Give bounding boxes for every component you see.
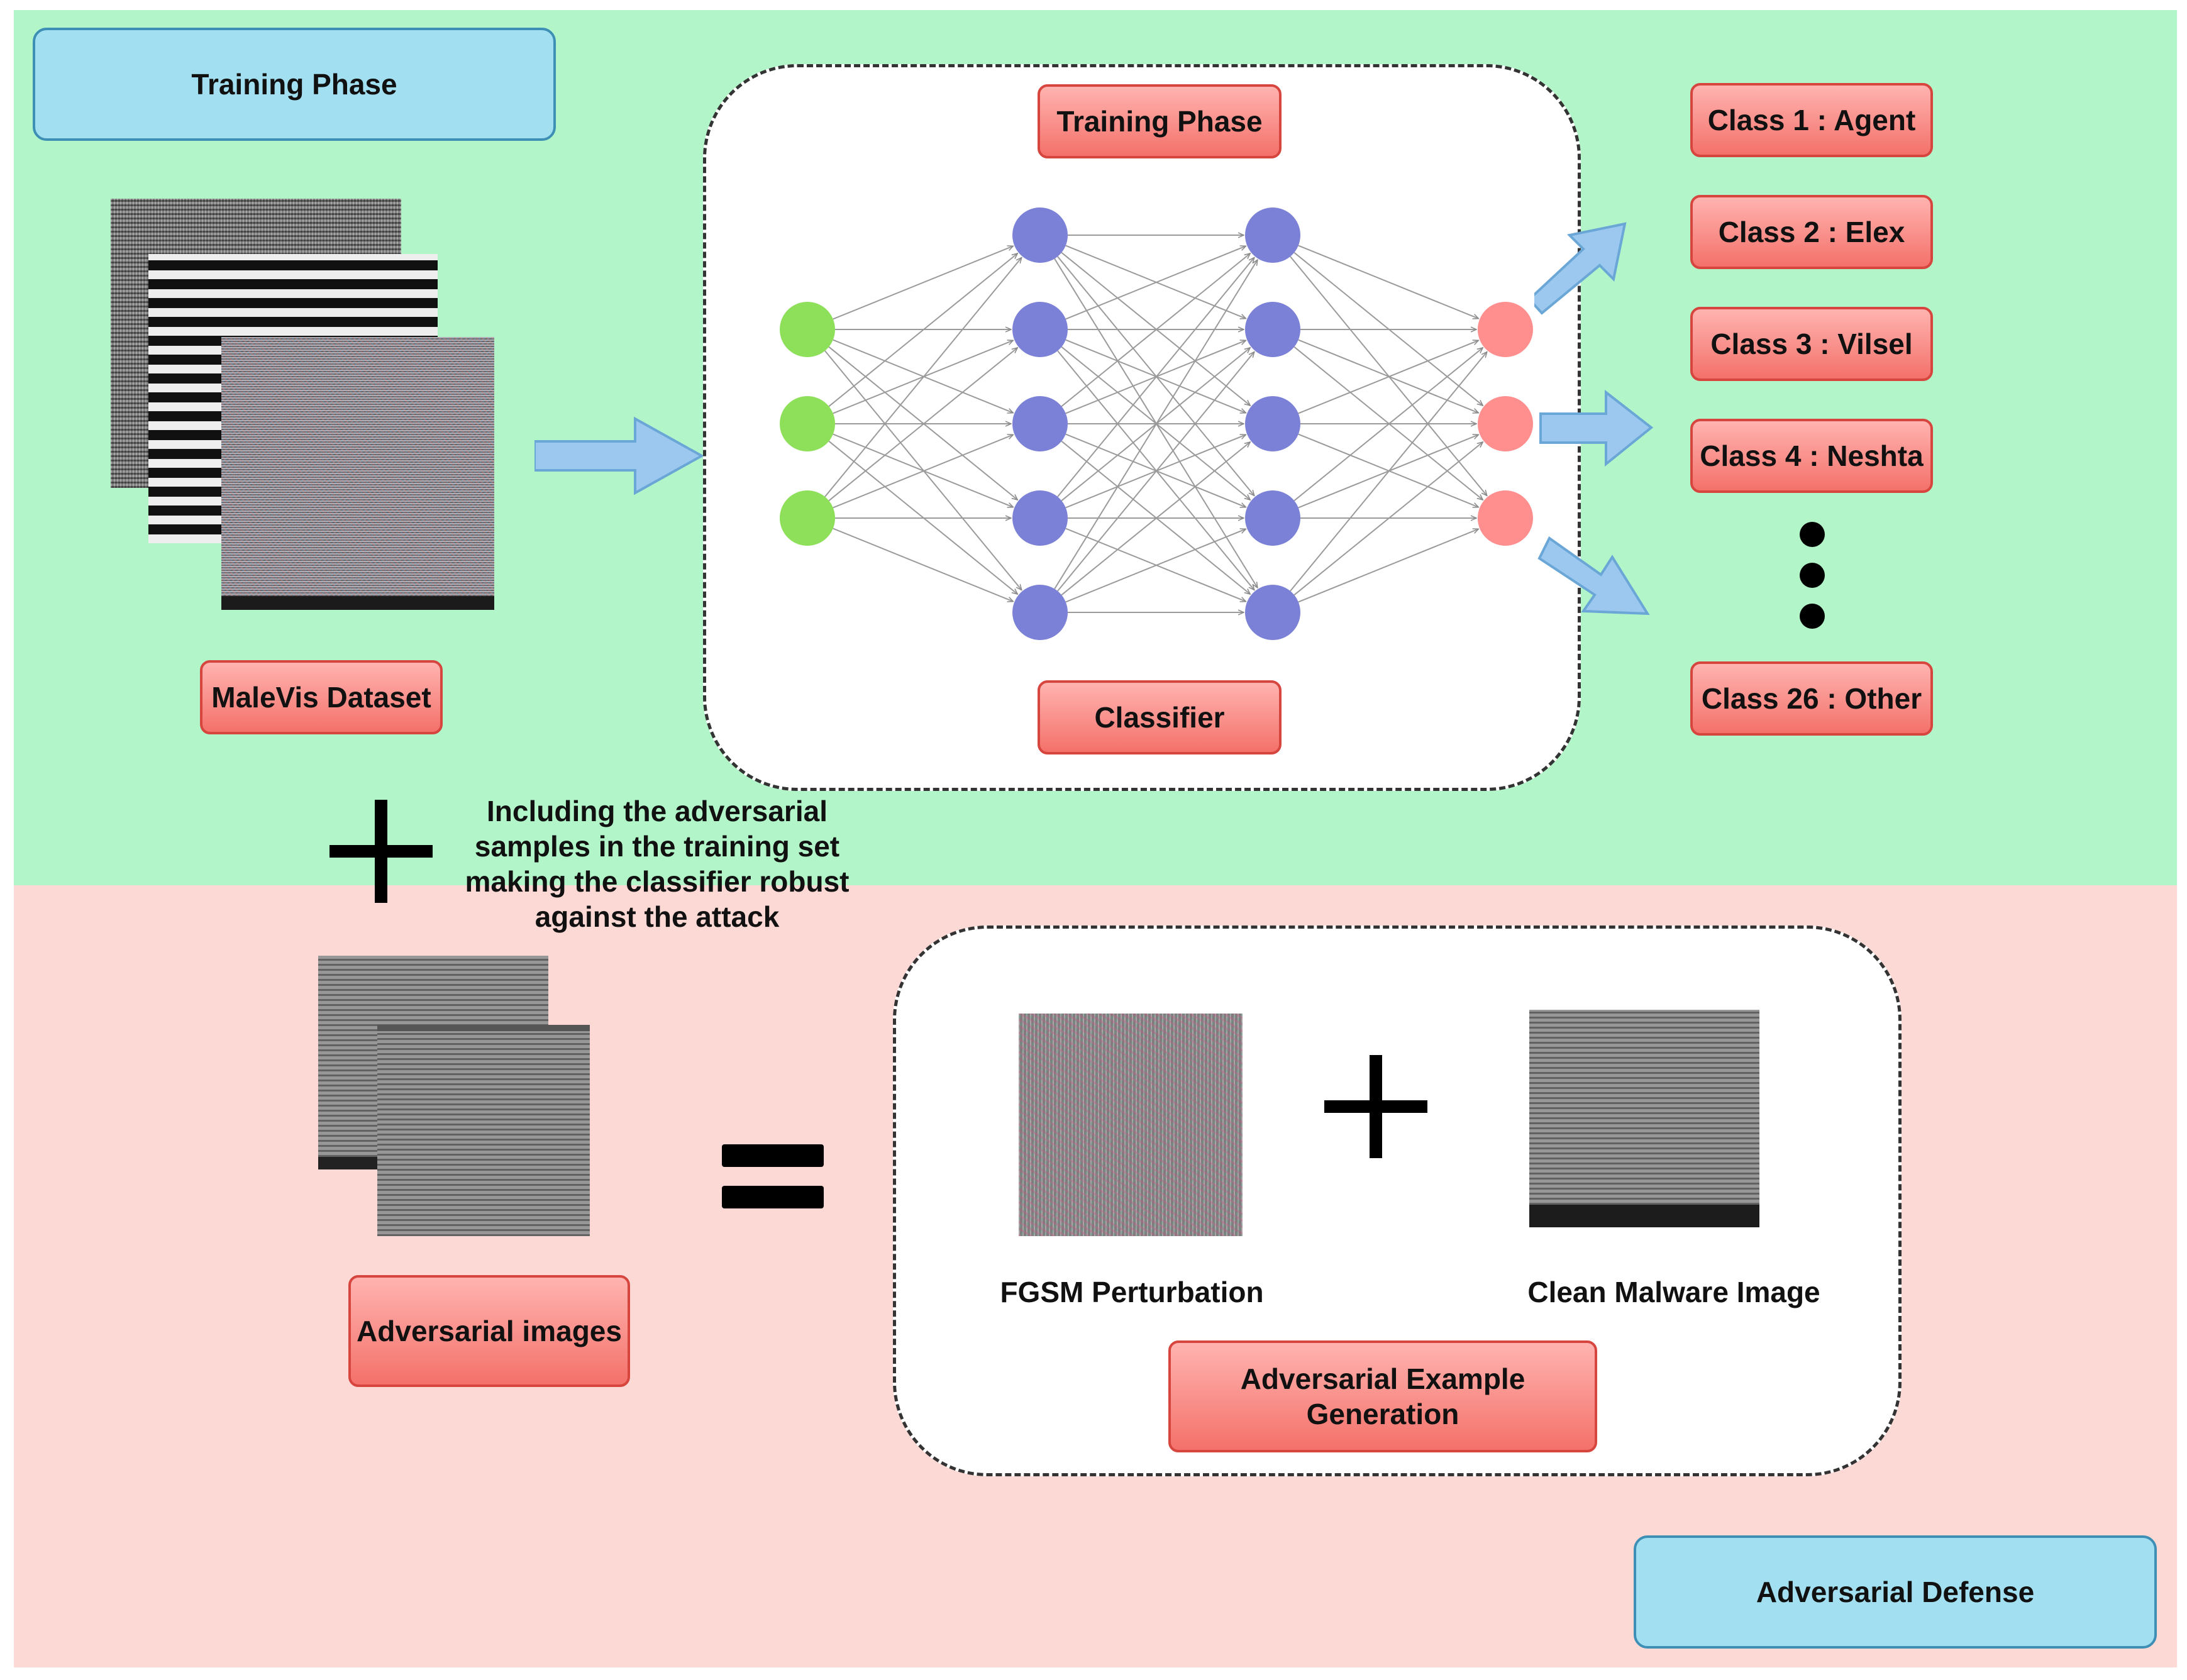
network-connection: [833, 246, 1014, 320]
adversarial-defense-corner-label: Adversarial Defense: [1634, 1535, 2157, 1649]
output-node: [1478, 490, 1533, 546]
class-label-2: Class 2 : Elex: [1690, 195, 1933, 269]
clean-malware-caption: Clean Malware Image: [1527, 1276, 1820, 1308]
hidden-node-layer2: [1245, 585, 1300, 640]
hidden-node-layer2: [1245, 302, 1300, 357]
arrow-right-icon: [1539, 389, 1654, 467]
training-phase-title: Training Phase: [1038, 84, 1282, 158]
network-connection: [1065, 246, 1246, 320]
training-note-line: Including the adversarial: [487, 795, 828, 827]
arrow-to-classifier-icon: [534, 416, 705, 495]
training-note-line: making the classifier robust: [465, 865, 850, 898]
network-connection: [828, 253, 1017, 407]
hidden-node-layer2: [1245, 207, 1300, 263]
training-note-line: against the attack: [534, 900, 780, 933]
output-node: [1478, 302, 1533, 357]
class-label-1: Class 1 : Agent: [1690, 83, 1933, 157]
network-connection: [1057, 258, 1254, 497]
classifier-panel: [703, 64, 1581, 791]
plus-icon: [1324, 1055, 1427, 1158]
hidden-node-layer1: [1012, 302, 1068, 357]
hidden-node-layer1: [1012, 585, 1068, 640]
hidden-node-layer2: [1245, 490, 1300, 546]
network-connection: [1054, 260, 1258, 590]
training-note: Including the adversarial samples in the…: [440, 793, 874, 934]
adversarial-image-2: [377, 1025, 590, 1236]
hidden-node-layer2: [1245, 396, 1300, 451]
network-connection: [833, 528, 1014, 602]
network-connection: [1065, 529, 1246, 603]
hidden-node-layer1: [1012, 490, 1068, 546]
network-connection: [1290, 352, 1487, 592]
hidden-node-layer1: [1012, 396, 1068, 451]
ellipsis-dots-icon: [1800, 522, 1825, 629]
adversarial-generation-title-line: Adversarial Example: [1240, 1362, 1525, 1395]
class-label-3: Class 3 : Vilsel: [1690, 307, 1933, 381]
network-connection: [1298, 340, 1479, 414]
arrow-up-right-icon: [1534, 222, 1627, 315]
training-phase-corner-label: Training Phase: [33, 28, 556, 141]
output-node: [1478, 396, 1533, 451]
network-connection: [833, 434, 1014, 509]
classifier-label: Classifier: [1038, 680, 1282, 754]
dataset-image-3: [221, 337, 494, 610]
input-node: [780, 396, 835, 451]
network-connection: [828, 348, 1017, 502]
network-connection: [1298, 245, 1479, 319]
fgsm-perturbation-image: [1019, 1014, 1243, 1236]
dataset-label: MaleVis Dataset: [200, 660, 443, 734]
hidden-node-layer1: [1012, 207, 1068, 263]
adversarial-generation-title-line: Generation: [1306, 1398, 1459, 1430]
fgsm-perturbation-caption: FGSM Perturbation: [1000, 1276, 1264, 1308]
class-label-26: Class 26 : Other: [1690, 661, 1933, 736]
network-connection: [1293, 442, 1483, 596]
network-connection: [1061, 253, 1250, 407]
network-connection: [1293, 348, 1483, 502]
class-label-4: Class 4 : Neshta: [1690, 419, 1933, 493]
training-note-line: samples in the training set: [474, 830, 840, 863]
plus-icon: [329, 800, 433, 903]
network-connection: [1061, 442, 1250, 596]
neural-network-diagram: [780, 207, 1533, 640]
adversarial-generation-title: Adversarial Example Generation: [1168, 1340, 1597, 1452]
arrow-down-right-icon: [1537, 536, 1650, 616]
network-connection: [1057, 352, 1254, 592]
clean-malware-image: [1529, 1010, 1759, 1227]
network-connection: [824, 258, 1022, 497]
network-connection: [1298, 529, 1479, 603]
input-node: [780, 490, 835, 546]
input-node: [780, 302, 835, 357]
equals-icon: [722, 1144, 824, 1208]
adversarial-images-label: Adversarial images: [348, 1275, 630, 1387]
